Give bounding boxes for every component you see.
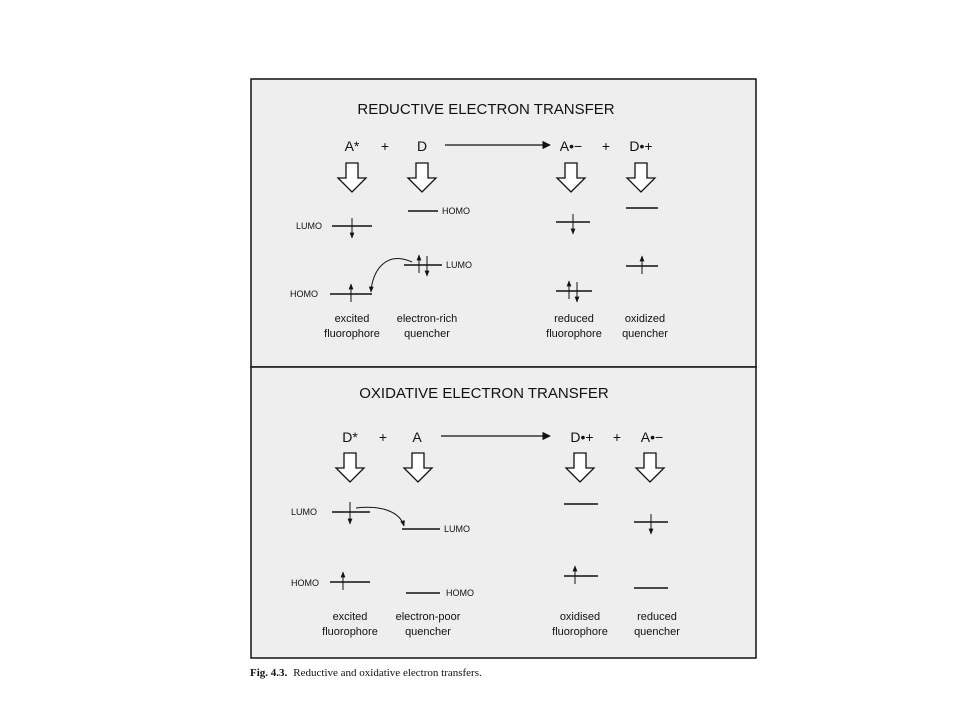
oxidative-species-3-line-2: fluorophore <box>552 626 608 638</box>
oxidative-lumo-label-right: LUMO <box>444 524 470 534</box>
oxidative-title: OXIDATIVE ELECTRON TRANSFER <box>359 385 609 402</box>
figure-caption: Fig. 4.3. Reductive and oxidative electro… <box>250 667 482 679</box>
oxidative-reactant-acceptor: A <box>412 429 422 445</box>
reductive-species-3-line-2: fluorophore <box>546 328 602 340</box>
oxidative-reactant-donor: D* <box>342 429 358 445</box>
reductive-species-2-line-1: electron-rich <box>397 313 458 325</box>
reductive-title: REDUCTIVE ELECTRON TRANSFER <box>357 101 614 118</box>
down-arrow-icon <box>334 452 366 483</box>
down-arrow-icon <box>336 162 368 193</box>
reductive-lumo-label-left: LUMO <box>296 221 322 231</box>
down-arrow-icon <box>625 162 657 193</box>
figure-caption-text: Reductive and oxidative electron transfe… <box>293 667 482 679</box>
reductive-species-2-line-2: quencher <box>404 328 450 340</box>
oxidative-species-1-line-2: fluorophore <box>322 626 378 638</box>
oxidative-panel <box>250 366 757 659</box>
oxidative-species-1-line-1: excited <box>333 611 368 623</box>
down-arrow-icon <box>406 162 438 193</box>
figure-number: Fig. 4.3. <box>250 667 288 679</box>
reductive-species-1-line-1: excited <box>335 313 370 325</box>
reductive-reactant-donor: D <box>417 138 427 154</box>
reductive-plus-2: + <box>602 138 610 154</box>
down-arrow-icon <box>564 452 596 483</box>
reductive-species-4-line-1: oxidized <box>625 313 665 325</box>
oxidative-lumo-label-left: LUMO <box>291 507 317 517</box>
oxidative-species-2-line-1: electron-poor <box>396 611 461 623</box>
oxidative-plus-2: + <box>613 429 621 445</box>
oxidative-species-3-line-1: oxidised <box>560 611 600 623</box>
oxidative-homo-label-right: HOMO <box>446 588 474 598</box>
reductive-lumo-label-right: LUMO <box>446 260 472 270</box>
oxidative-homo-label-left: HOMO <box>291 578 319 588</box>
down-arrow-icon <box>402 452 434 483</box>
electron-transfer-arrow <box>368 258 413 293</box>
oxidative-product-reduced: A•− <box>641 429 663 445</box>
oxidative-species-4-line-1: reduced <box>637 611 677 623</box>
reductive-plus-1: + <box>381 138 389 154</box>
oxidative-plus-1: + <box>379 429 387 445</box>
reductive-species-3-line-1: reduced <box>554 313 594 325</box>
reductive-species-4-line-2: quencher <box>622 328 668 340</box>
reductive-product-reduced: A•− <box>560 138 582 154</box>
down-arrow-icon <box>555 162 587 193</box>
oxidative-product-oxidized: D•+ <box>570 429 593 445</box>
oxidative-species-4-line-2: quencher <box>634 626 680 638</box>
reductive-homo-label-left: HOMO <box>290 289 318 299</box>
oxidative-species-2-line-2: quencher <box>405 626 451 638</box>
reductive-reactant-acceptor: A* <box>345 138 360 154</box>
reductive-species-1-line-2: fluorophore <box>324 328 380 340</box>
reductive-panel <box>250 78 757 368</box>
down-arrow-icon <box>634 452 666 483</box>
reductive-homo-label-right: HOMO <box>442 206 470 216</box>
electron-transfer-arrow <box>355 506 405 527</box>
reductive-product-oxidized: D•+ <box>629 138 652 154</box>
